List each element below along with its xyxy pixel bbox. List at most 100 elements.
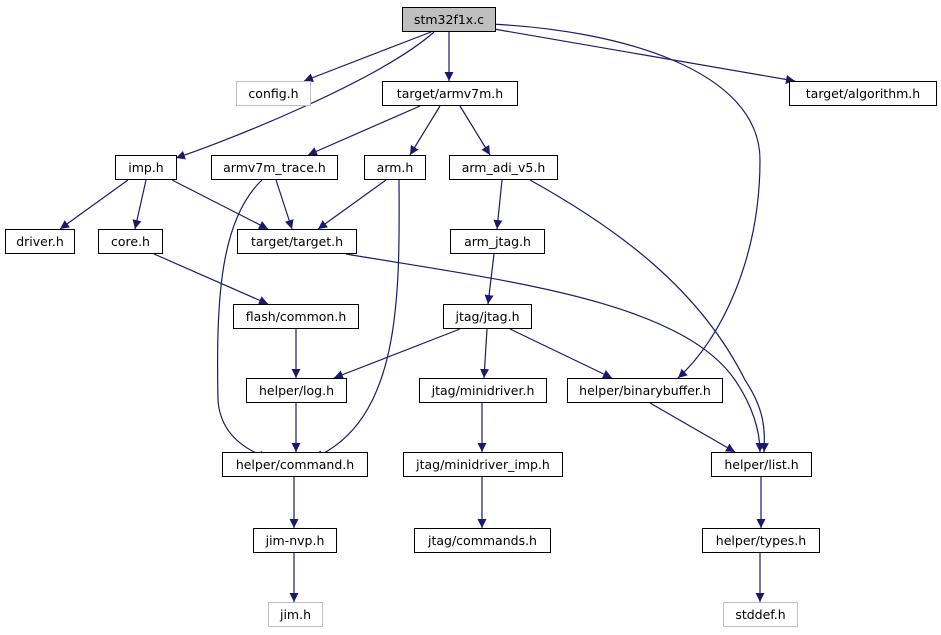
node-box [723,602,798,627]
edge-armv7m-to-arm_adi_v5 [459,105,491,156]
node-label: jtag/minidriver.h [431,383,535,398]
node-algorithm[interactable]: target/algorithm.h [789,81,937,106]
node-label: arm_adi_v5.h [462,160,546,175]
node-label: jtag/minidriver_imp.h [415,457,550,472]
edge-jtag-to-minidriver [480,328,490,379]
edge-core-to-flash_common [153,253,269,305]
edge-stm32f1x-to-algorithm [487,27,796,84]
node-label: jim.h [279,607,311,622]
node-box [443,304,532,329]
node-imp[interactable]: imp.h [115,155,177,180]
node-label: helper/list.h [724,457,798,472]
node-binarybuffer[interactable]: helper/binarybuffer.h [567,378,723,403]
node-label: jtag/jtag.h [454,309,519,324]
node-box [382,81,518,106]
node-command[interactable]: helper/command.h [222,452,368,477]
node-label: helper/log.h [259,383,334,398]
node-label: imp.h [128,160,163,175]
node-box [449,155,558,180]
edge-armv7m-to-armv7m_trace [307,105,421,156]
edge-imp-to-target [171,179,269,230]
node-box [450,229,545,254]
node-arm_adi_v5[interactable]: arm_adi_v5.h [449,155,558,180]
node-label: arm_jtag.h [464,234,531,249]
node-stddef[interactable]: stddef.h [723,602,798,627]
edge-jtag-to-binarybuffer [509,328,613,379]
node-stm32f1x[interactable]: stm32f1x.c [402,7,496,32]
node-box [567,378,723,403]
node-box [364,155,426,180]
node-config[interactable]: config.h [236,81,311,106]
node-label: driver.h [16,234,64,249]
node-box [711,452,812,477]
edge-jtag-to-log [333,328,461,379]
node-box [98,229,163,254]
node-jtag[interactable]: jtag/jtag.h [443,304,532,329]
edge-arm_jtag-to-jtag [484,253,495,305]
node-target[interactable]: target/target.h [237,229,357,254]
node-log[interactable]: helper/log.h [246,378,347,403]
node-minidriver_imp[interactable]: jtag/minidriver_imp.h [403,452,563,477]
edge-armv7m_trace-to-command [216,179,269,460]
node-label: armv7m_trace.h [223,160,326,175]
node-arm[interactable]: arm.h [364,155,426,180]
node-list[interactable]: helper/list.h [711,452,812,477]
edge-imp-to-core [132,179,147,230]
node-label: target/armv7m.h [397,86,503,101]
edge-stm32f1x-to-config [303,31,432,82]
node-label: flash/common.h [246,309,347,324]
node-label: helper/types.h [716,533,806,548]
node-box [246,378,347,403]
edge-target-to-list [345,253,765,453]
node-label: jtag/commands.h [427,533,537,548]
node-armv7m_trace[interactable]: armv7m_trace.h [211,155,338,180]
node-box [702,528,820,553]
node-core[interactable]: core.h [98,229,163,254]
edge-binarybuffer-to-list [649,402,736,453]
node-box [789,81,937,106]
node-flash_common[interactable]: flash/common.h [233,304,359,329]
node-driver[interactable]: driver.h [5,229,75,254]
node-label: stddef.h [735,607,785,622]
edge-arm-to-command [313,179,400,459]
edge-arm-to-target [317,179,387,230]
node-label: config.h [248,86,298,101]
node-box [419,378,547,403]
node-arm_jtag[interactable]: arm_jtag.h [450,229,545,254]
edge-arm_adi_v5-to-arm_jtag [493,179,503,230]
node-box [233,304,359,329]
edge-stm32f1x-to-imp [175,31,435,160]
node-label: helper/command.h [236,457,354,472]
node-label: core.h [111,234,150,249]
edges [59,23,796,602]
node-box [115,155,177,180]
node-box [211,155,338,180]
edge-arm_adi_v5-to-list [529,179,769,453]
node-label: stm32f1x.c [414,12,484,27]
node-box [268,602,323,627]
node-jimnvp[interactable]: jim-nvp.h [253,528,337,553]
node-jim[interactable]: jim.h [268,602,323,627]
node-box [236,81,311,106]
node-label: helper/binarybuffer.h [579,383,711,398]
edge-armv7m-to-arm [409,105,441,156]
node-minidriver[interactable]: jtag/minidriver.h [419,378,547,403]
node-label: target/algorithm.h [806,86,920,101]
edge-armv7m_trace-to-target [275,179,294,230]
edge-stm32f1x-to-binarybuffer [489,23,761,379]
node-armv7m[interactable]: target/armv7m.h [382,81,518,106]
node-box [253,528,337,553]
node-types[interactable]: helper/types.h [702,528,820,553]
node-box [5,229,75,254]
node-box [222,452,368,477]
node-box [403,452,563,477]
edge-imp-to-driver [59,179,129,230]
nodes: stm32f1x.c config.h target/armv7m.h target/… [5,7,937,627]
node-box [402,7,496,32]
node-commands[interactable]: jtag/commands.h [414,528,551,553]
node-label: jim-nvp.h [265,533,325,548]
node-box [237,229,357,254]
node-label: target/target.h [251,234,343,249]
node-label: arm.h [377,160,414,175]
